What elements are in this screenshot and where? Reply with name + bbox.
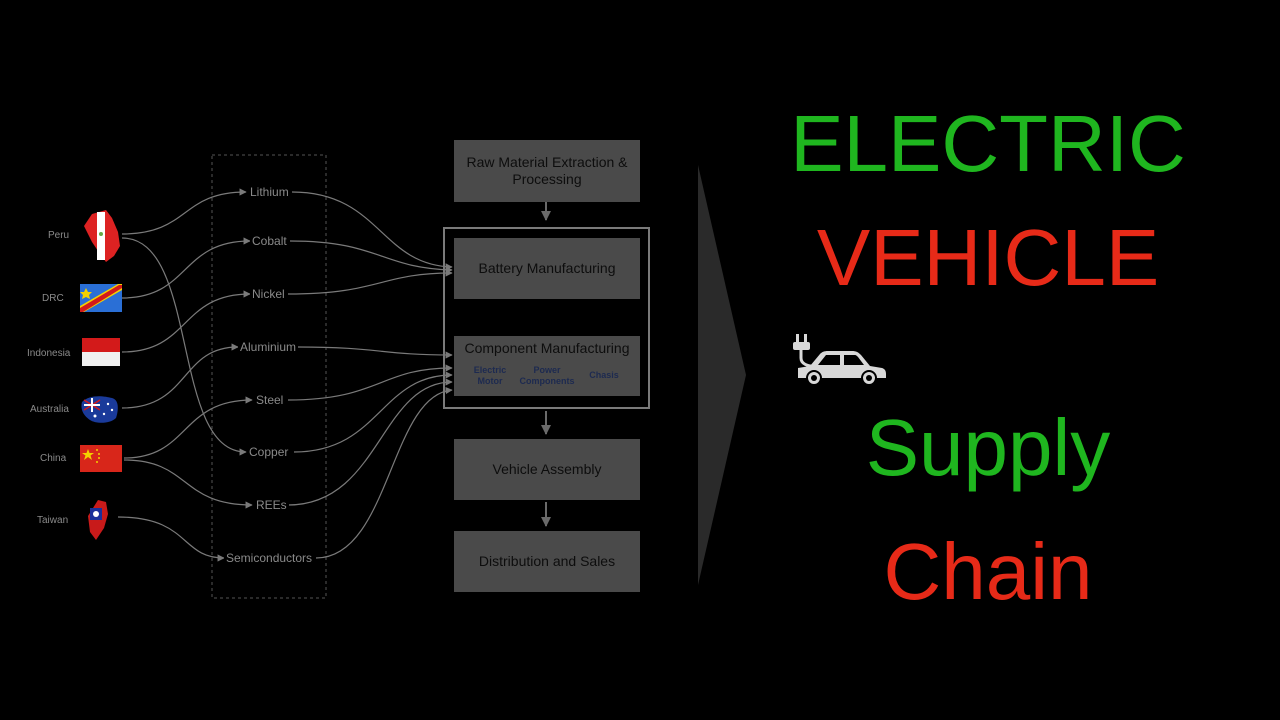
title-electric: ELECTRIC (790, 99, 1186, 188)
stage-battery: Battery Manufacturing (454, 238, 640, 299)
component-electric-motor-line1: Electric (473, 365, 507, 375)
material-stage-links (287, 191, 453, 559)
country-label-australia: Australia (30, 404, 69, 415)
large-right-arrow-icon (698, 165, 746, 585)
country-label-indonesia: Indonesia (27, 348, 71, 359)
stage-raw-material-line2: Processing (512, 171, 582, 187)
material-copper: Copper (247, 445, 291, 459)
stage-distribution: Distribution and Sales (454, 531, 640, 592)
materials-container (211, 154, 327, 599)
indonesia-flag-icon (82, 338, 120, 366)
title-vehicle: VEHICLE (816, 213, 1160, 302)
component-power-components-line2: Components (519, 376, 575, 386)
country-label-china: China (40, 453, 67, 464)
material-lithium: Lithium (248, 185, 291, 199)
component-chasis-line1: Chasis (589, 370, 619, 380)
material-rees: REEs (254, 498, 289, 512)
component-power-components: Power Components (514, 365, 580, 387)
title-chain: Chain (883, 527, 1093, 616)
ev-car-charging-icon (793, 334, 886, 386)
china-flag-icon (80, 445, 122, 472)
title-supply: Supply (865, 403, 1111, 492)
stage-vehicle-assembly: Vehicle Assembly (454, 439, 640, 500)
country-label-drc: DRC (42, 293, 64, 304)
stage-raw-material: Raw Material Extraction & Processing (454, 140, 640, 202)
taiwan-flag-icon (88, 500, 108, 540)
material-semiconductors: Semiconductors (224, 551, 315, 565)
stage-component: Component Manufacturing Electric Motor P… (454, 336, 640, 396)
component-chasis: Chasis (582, 370, 626, 381)
drc-flag-icon (80, 284, 122, 312)
manufacturing-group-outline (443, 227, 650, 409)
stage-component-title: Component Manufacturing (464, 340, 630, 356)
country-material-links (117, 188, 253, 562)
peru-flag-icon (84, 210, 120, 262)
australia-flag-icon (81, 396, 118, 423)
material-cobalt: Cobalt (250, 234, 289, 248)
component-electric-motor-line2: Motor (477, 376, 503, 386)
material-steel: Steel (254, 393, 286, 407)
country-label-taiwan: Taiwan (37, 515, 69, 526)
country-label-peru: Peru (48, 230, 70, 241)
component-power-components-line1: Power (533, 365, 561, 375)
component-electric-motor: Electric Motor (466, 365, 514, 387)
stage-raw-material-line1: Raw Material Extraction & (466, 154, 628, 170)
material-nickel: Nickel (250, 287, 287, 301)
material-aluminium: Aluminium (238, 340, 299, 354)
